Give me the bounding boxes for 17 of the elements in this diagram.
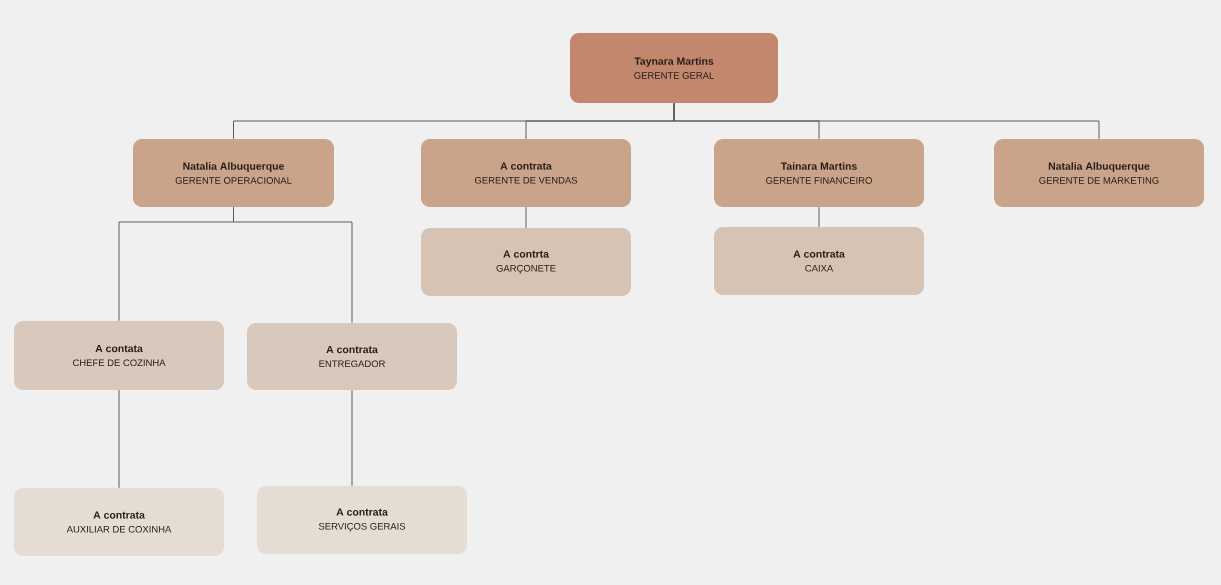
position-box: Taynara Martins GERENTE GERAL: [570, 33, 778, 103]
connector-line: [673, 102, 1100, 140]
position-box: Tainara Martins GERENTE FINANCEIRO: [714, 139, 924, 207]
position-box: Natalia Albuquerque GERENTE OPERACIONAL: [133, 139, 334, 207]
connector-line: [351, 389, 353, 487]
position-box: A contrata SERVIÇOS GERAIS: [257, 486, 467, 554]
position-box: A contrta GARÇONETE: [421, 228, 631, 296]
connector-line: [233, 206, 353, 324]
position-box: A contrata ENTREGADOR: [247, 323, 457, 390]
connector-line: [525, 206, 527, 229]
connector-line: [818, 206, 820, 228]
position-box: A contrata AUXILIAR DE COXINHA: [14, 488, 224, 556]
connector-line: [118, 389, 120, 489]
position-box: A contrata GERENTE DE VENDAS: [421, 139, 631, 207]
position-box: A contata CHEFE DE COZINHA: [14, 321, 224, 390]
position-box: Natalia Albuquerque GERENTE DE MARKETING: [994, 139, 1204, 207]
position-box: A contrata CAIXA: [714, 227, 924, 295]
